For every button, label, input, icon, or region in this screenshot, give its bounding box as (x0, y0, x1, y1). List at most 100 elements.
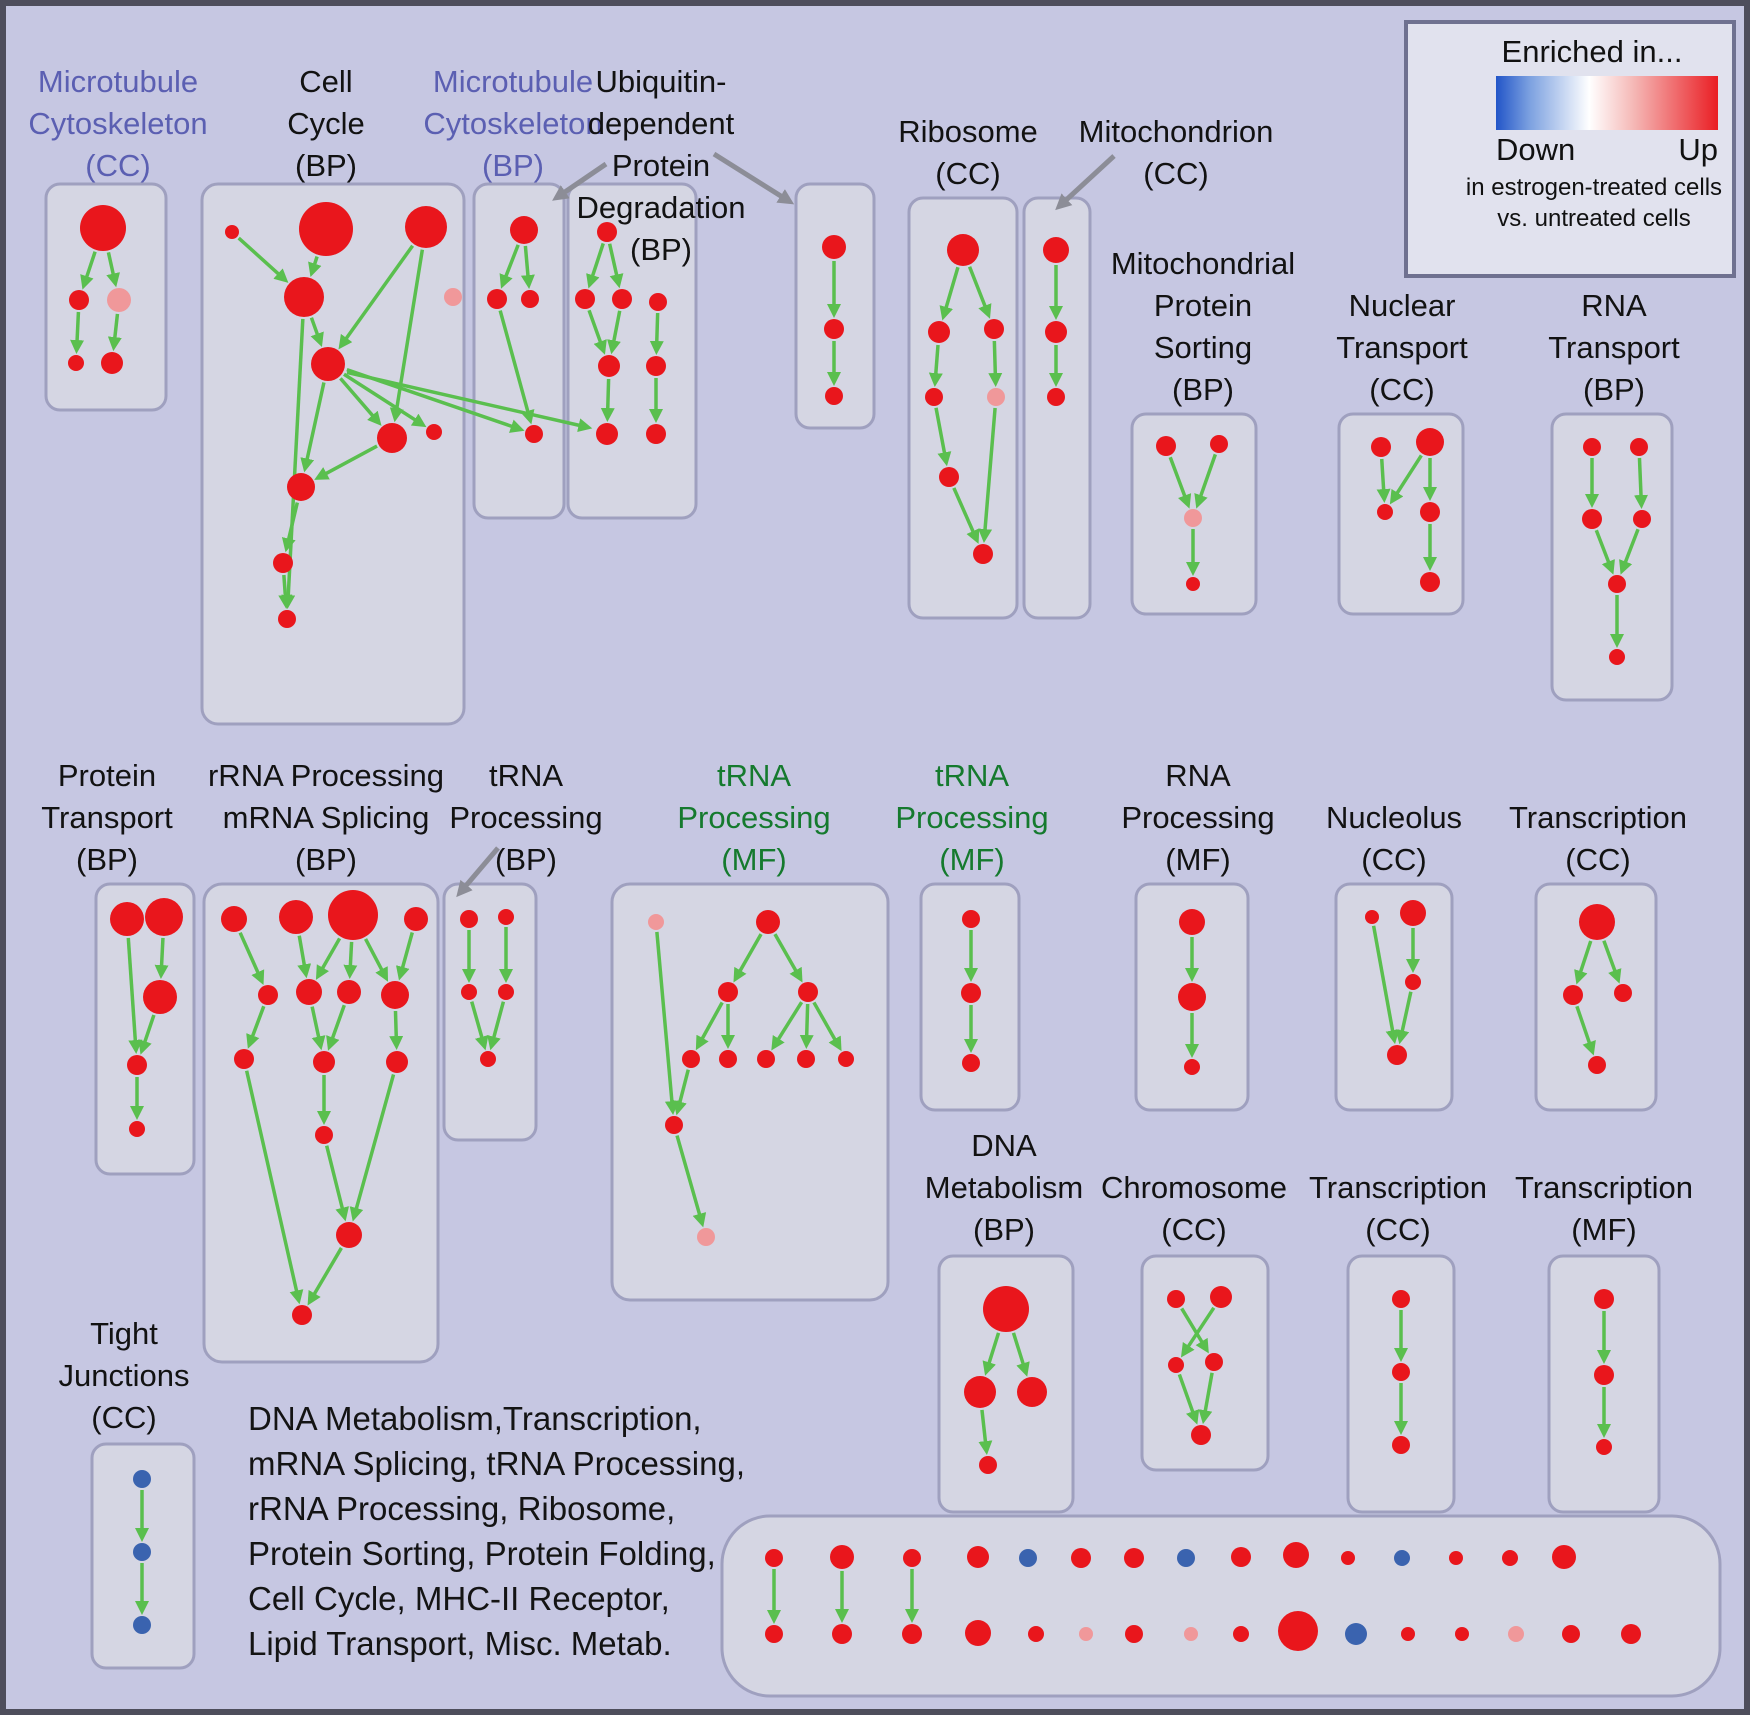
edge-arrow (520, 245, 535, 290)
edge-arrow (389, 1010, 404, 1051)
edge-arrow (988, 340, 1003, 388)
go-term-node (822, 235, 846, 259)
edge-arrow (978, 1409, 993, 1456)
go-term-node (296, 979, 322, 1005)
go-term-node (292, 1305, 312, 1325)
edge-arrow (771, 1001, 804, 1051)
edge-arrow (343, 941, 358, 980)
go-term-node (598, 355, 620, 377)
go-term-node (597, 222, 617, 242)
go-term-node (377, 423, 407, 453)
go-term-node (337, 980, 361, 1004)
go-term-node (838, 1051, 854, 1067)
caption-line-5: Cell Cycle, MHC-II Receptor, (248, 1580, 670, 1617)
go-term-node (1179, 909, 1205, 935)
edge-arrow (978, 407, 997, 544)
edge-arrow (967, 266, 992, 319)
go-term-node (1420, 502, 1440, 522)
edge-arrow (1389, 454, 1423, 505)
go-term-node (480, 1051, 496, 1067)
go-term-node (1124, 1548, 1144, 1568)
edge-arrow (487, 1001, 506, 1051)
go-term-node (510, 216, 538, 244)
edge-arrow (1011, 1332, 1030, 1377)
go-term-node (311, 347, 345, 381)
go-term-node (665, 1116, 683, 1134)
edges (70, 236, 1648, 1624)
go-term-node (133, 1543, 151, 1561)
go-term-node (461, 984, 477, 1000)
edge-arrow (346, 370, 593, 433)
go-term-node (1168, 1357, 1184, 1373)
cluster-box-mixed-functions (720, 1514, 1722, 1698)
go-term-node (798, 982, 818, 1002)
mixed-cluster-caption: DNA Metabolism,Transcription, mRNA Splic… (248, 1396, 745, 1666)
go-term-node (426, 424, 442, 440)
cluster-box-protein-transport-bp (94, 882, 196, 1176)
caption-line-3: rRNA Processing, Ribosome, (248, 1490, 676, 1527)
edge-arrow (607, 243, 624, 289)
go-term-node (1167, 1290, 1185, 1308)
go-term-node (1079, 1627, 1093, 1641)
go-term-node (143, 980, 177, 1014)
go-term-node (756, 910, 780, 934)
legend-down-label: Down (1496, 132, 1576, 167)
go-term-node (315, 1126, 333, 1144)
go-term-node (1582, 509, 1602, 529)
legend-subtitle-line1: in estrogen-treated cells (1465, 174, 1723, 201)
go-term-node (825, 387, 843, 405)
go-term-node (648, 914, 664, 930)
go-term-node (984, 319, 1004, 339)
caption-line-1: DNA Metabolism,Transcription, (248, 1400, 702, 1437)
go-term-node (1205, 1353, 1223, 1371)
go-term-node (69, 290, 89, 310)
edge-arrow (395, 932, 414, 981)
go-term-node (1184, 509, 1202, 527)
edge-arrow (324, 1145, 350, 1222)
edge-arrow (733, 933, 763, 983)
edge-arrow (673, 1069, 690, 1116)
edge-arrow (80, 251, 97, 290)
cluster-box-chromosome-cc (1140, 1254, 1270, 1472)
go-term-node (832, 1624, 852, 1644)
go-term-node (258, 985, 278, 1005)
go-term-node (575, 289, 595, 309)
edge-arrow (952, 487, 980, 544)
pointer-arrows (456, 151, 1116, 898)
go-term-node (719, 1050, 737, 1068)
edge-arrow (314, 444, 378, 480)
cluster-box-rrna-processing-mrna-splicing-bp (202, 882, 440, 1364)
go-term-node (947, 234, 979, 266)
go-term-node (521, 290, 539, 308)
edge-arrow (1371, 925, 1400, 1045)
go-term-node (487, 289, 507, 309)
go-term-node (101, 352, 123, 374)
go-term-node (133, 1616, 151, 1634)
edge-arrow (1594, 529, 1615, 575)
go-term-node (284, 277, 324, 317)
go-term-node (1019, 1549, 1037, 1567)
go-term-node (1231, 1547, 1251, 1567)
go-term-node (80, 205, 126, 251)
cluster-label-transcription-mf: Transcription(MF) (1515, 1170, 1693, 1247)
go-term-node (1177, 1549, 1195, 1567)
caption-line-4: Protein Sorting, Protein Folding, (248, 1535, 716, 1572)
edge-arrow (499, 244, 520, 289)
edge-arrow (1180, 1307, 1209, 1354)
edge-arrow (675, 1135, 707, 1228)
edge-arrow (1194, 453, 1218, 509)
go-term-node (1502, 1550, 1518, 1566)
cluster-box-trna-processing-mf-1 (610, 882, 890, 1302)
legend-title: Enriched in... (1501, 34, 1683, 69)
go-term-node (903, 1549, 921, 1567)
cluster-label-nucleolus-cc: Nucleolus(CC) (1326, 800, 1462, 877)
cluster-label-mitochondrion-cc: Mitochondrion(CC) (1079, 114, 1274, 191)
legend-up-label: Up (1678, 132, 1718, 167)
legend-box: Enriched in... Down Up in estrogen-treat… (1404, 20, 1736, 278)
legend-subtitle-line2: vs. untreated cells (1497, 205, 1691, 232)
